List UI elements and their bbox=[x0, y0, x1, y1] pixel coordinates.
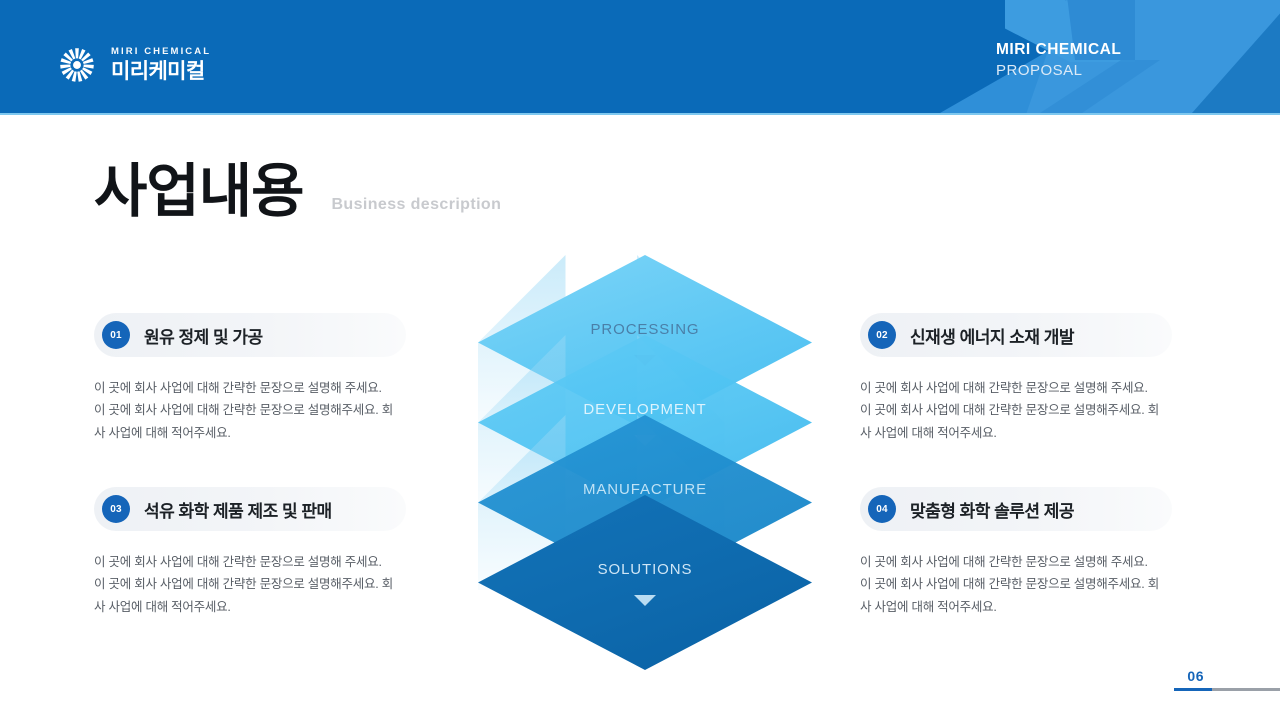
business-item-02-description: 이 곳에 회사 사업에 대해 간략한 문장으로 설명해 주세요. 이 곳에 회사… bbox=[860, 381, 1160, 440]
business-item-03[interactable]: 03 석유 화학 제품 제조 및 판매 이 곳에 회사 사업에 대해 간략한 문… bbox=[94, 487, 406, 618]
business-item-03-label: 석유 화학 제품 제조 및 판매 bbox=[144, 501, 332, 521]
brand-name-en: MIRI CHEMICAL bbox=[111, 46, 212, 58]
business-item-01[interactable]: 01 원유 정제 및 가공 이 곳에 회사 사업에 대해 간략한 문장으로 설명… bbox=[94, 313, 406, 444]
brand-logo[interactable]: MIRI CHEMICAL 미리케미컬 bbox=[55, 43, 211, 87]
business-item-04-label: 맞춤형 화학 솔루션 제공 bbox=[910, 501, 1075, 521]
page-title: 사업내용 Business description bbox=[94, 163, 501, 221]
business-item-03-description: 이 곳에 회사 사업에 대해 간략한 문장으로 설명해 주세요. 이 곳에 회사… bbox=[94, 555, 394, 614]
page-title-ko: 사업내용 bbox=[94, 159, 304, 224]
header-deck-title: MIRI CHEMICAL PROPOSAL bbox=[996, 40, 1256, 81]
header-chevron-dark bbox=[1067, 0, 1135, 60]
business-item-02-header[interactable]: 02 신재생 에너지 소재 개발 bbox=[860, 313, 1172, 357]
business-item-03-header[interactable]: 03 석유 화학 제품 제조 및 판매 bbox=[94, 487, 406, 531]
business-item-04[interactable]: 04 맞춤형 화학 솔루션 제공 이 곳에 회사 사업에 대해 간략한 문장으로… bbox=[860, 487, 1172, 618]
diagram-layer-solutions[interactable]: SOLUTIONS bbox=[470, 495, 820, 670]
diagram-layer-solutions-shape bbox=[478, 495, 812, 670]
header-deck-title-line2: PROPOSAL bbox=[996, 61, 1083, 79]
header-underline bbox=[0, 113, 1280, 115]
sunburst-flower-logo-icon bbox=[60, 48, 94, 82]
header-deck-title-line1: MIRI CHEMICAL bbox=[996, 41, 1122, 58]
brand-logo-text: MIRI CHEMICAL 미리케미컬 bbox=[111, 47, 211, 83]
business-item-04-header[interactable]: 04 맞춤형 화학 솔루션 제공 bbox=[860, 487, 1172, 531]
business-item-02-badge: 02 bbox=[868, 321, 896, 349]
business-item-01-description: 이 곳에 회사 사업에 대해 간략한 문장으로 설명해 주세요. 이 곳에 회사… bbox=[94, 381, 394, 440]
business-item-01-header[interactable]: 01 원유 정제 및 가공 bbox=[94, 313, 406, 357]
slide-header: MIRI CHEMICAL 미리케미컬 MIRI CHEMICAL PROPOS… bbox=[0, 0, 1280, 113]
business-item-01-label: 원유 정제 및 가공 bbox=[144, 327, 263, 347]
stacked-diamond-diagram: PROCESSING DEVELOPMENT MANUFACTURE SOLUT… bbox=[470, 255, 820, 670]
business-item-02[interactable]: 02 신재생 에너지 소재 개발 이 곳에 회사 사업에 대해 간략한 문장으로… bbox=[860, 313, 1172, 444]
page-progress-bar bbox=[1174, 688, 1280, 691]
page-number: 06 bbox=[1187, 668, 1204, 684]
business-item-04-description: 이 곳에 회사 사업에 대해 간략한 문장으로 설명해 주세요. 이 곳에 회사… bbox=[860, 555, 1160, 614]
brand-name-kr: 미리케미컬 bbox=[111, 59, 205, 83]
business-item-03-badge: 03 bbox=[102, 495, 130, 523]
business-item-01-badge: 01 bbox=[102, 321, 130, 349]
chevron-down-icon bbox=[634, 595, 656, 606]
page-progress-fill bbox=[1174, 688, 1212, 691]
business-item-02-label: 신재생 에너지 소재 개발 bbox=[910, 327, 1075, 347]
page-title-en: Business description bbox=[331, 196, 502, 213]
business-item-04-badge: 04 bbox=[868, 495, 896, 523]
